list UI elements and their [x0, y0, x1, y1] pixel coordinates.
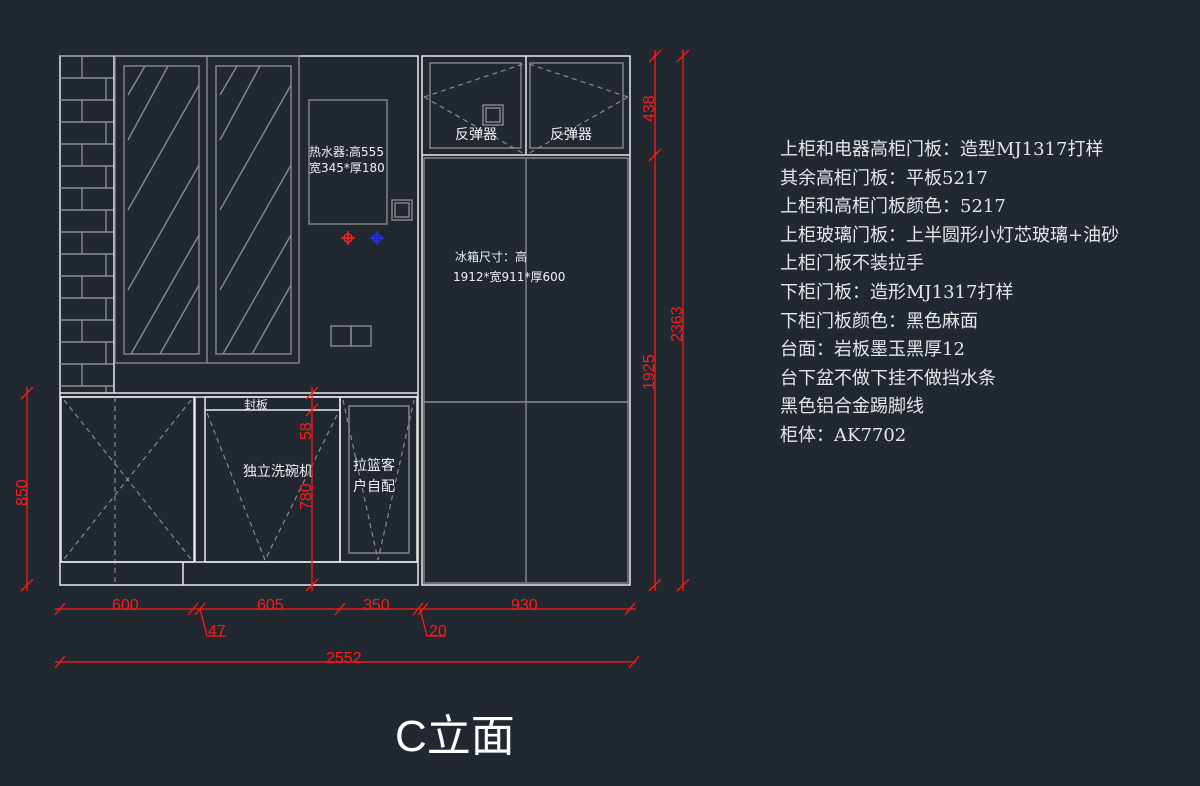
- dim-58: 58: [298, 422, 315, 440]
- rebound-label-right: 反弹器: [550, 127, 592, 143]
- drawing-title: C立面: [395, 712, 515, 761]
- brick-wall: [60, 55, 114, 393]
- dim-47: 47: [208, 623, 226, 640]
- fridge-label-1: 冰箱尺寸：高: [455, 249, 527, 264]
- spec-note: 黑色铝合金踢脚线: [780, 396, 924, 418]
- dim-1925: 1925: [641, 354, 658, 390]
- seal-board-label: 封板: [244, 398, 268, 412]
- socket-icon: [391, 199, 413, 221]
- dim-600: 600: [112, 597, 139, 614]
- spec-note: 上柜门板不装拉手: [780, 253, 924, 275]
- spec-note: 下柜门板颜色：黑色麻面: [780, 310, 978, 332]
- dim-350: 350: [363, 597, 390, 614]
- water-heater-label-1: 热水器:高555: [309, 144, 384, 159]
- glass-upper-cabinet: [114, 55, 300, 364]
- spec-note: 上柜和电器高柜门板：造型MJ1317打样: [780, 139, 1104, 160]
- water-heater: [308, 99, 388, 225]
- dim-780: 780: [298, 483, 315, 510]
- spec-notes: 上柜和电器高柜门板：造型MJ1317打样其余高柜门板：平板5217 上柜和高柜门板…: [780, 136, 1119, 451]
- spec-note: 上柜玻璃门板：上半圆形小灯芯玻璃+油砂: [780, 224, 1120, 246]
- dim-2363: 2363: [669, 306, 686, 342]
- spec-note: 其余高柜门板：平板5217: [780, 167, 988, 189]
- dim-605: 605: [257, 597, 284, 614]
- double-socket-icon: [330, 325, 372, 347]
- dim-438: 438: [641, 95, 658, 122]
- hot-water-point-icon: [341, 231, 355, 245]
- dim-2552: 2552: [326, 650, 362, 667]
- tall-cabinet: [421, 55, 631, 586]
- pull-basket-cabinet: [339, 396, 418, 563]
- dishwasher-label: 独立洗碗机: [243, 464, 313, 480]
- rebound-label-left: 反弹器: [455, 127, 497, 143]
- water-heater-label-2: 宽345*厚180: [309, 160, 385, 175]
- spec-note: 上柜和高柜门板颜色：5217: [780, 196, 1006, 218]
- spec-note: 台面：岩板墨玉黑厚12: [780, 339, 965, 361]
- dim-930: 930: [511, 597, 538, 614]
- spec-note: 台下盆不做下挂不做挡水条: [780, 367, 996, 389]
- basket-label-2: 户自配: [353, 478, 395, 495]
- dimension-lines: [20, 49, 690, 669]
- spec-note: 下柜门板：造形MJ1317打样: [780, 281, 1014, 303]
- cold-water-point-icon: [370, 231, 384, 245]
- basket-label-1: 拉篮客: [353, 457, 395, 474]
- dim-20: 20: [429, 623, 447, 640]
- socket-icon: [482, 104, 504, 126]
- fridge-label-2: 1912*宽911*厚600: [453, 269, 565, 284]
- dim-850: 850: [14, 479, 31, 506]
- spec-note: 柜体：AK7702: [780, 424, 907, 446]
